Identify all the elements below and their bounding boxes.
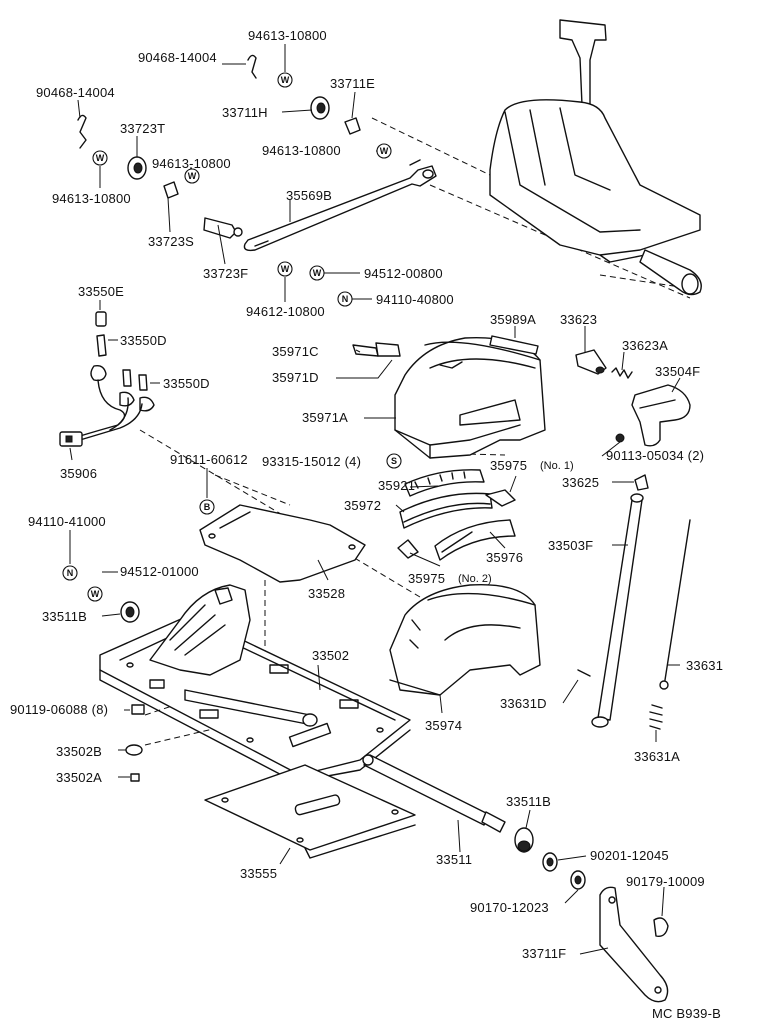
linkage-parts: [77, 54, 437, 252]
leader-lines: [69, 44, 681, 955]
svg-text:W: W: [188, 171, 197, 181]
label-94512-01000: 94512-01000: [120, 564, 199, 579]
wiring-harness: [59, 311, 155, 447]
label-33502: 33502: [312, 648, 349, 663]
screw-symbol: S: [386, 453, 402, 469]
label-33502B: 33502B: [56, 744, 102, 759]
label-94512-00800: 94512-00800: [364, 266, 443, 281]
label-90201-12045: 90201-12045: [590, 848, 669, 863]
nut-symbol: N: [62, 565, 78, 581]
label-35971C: 35971C: [272, 344, 319, 359]
label-33504F: 33504F: [655, 364, 700, 379]
label-90179-10009: 90179-10009: [626, 874, 705, 889]
label-33631D: 33631D: [500, 696, 547, 711]
label-33555: 33555: [240, 866, 277, 881]
cross-shaft: [362, 754, 586, 890]
label-33623: 33623: [560, 312, 597, 327]
label-91611-60612: 91611-60612: [170, 452, 248, 467]
label-90113-05034: 90113-05034 (2): [606, 448, 704, 463]
label-35971D: 35971D: [272, 370, 319, 385]
label-33511B: 33511B: [506, 794, 551, 809]
bolt-symbol: B: [199, 499, 215, 515]
label-33723T: 33723T: [120, 121, 165, 136]
base-plate: [99, 584, 411, 783]
label-33723F: 33723F: [203, 266, 248, 281]
svg-text:N: N: [342, 294, 349, 304]
label-90170-12023: 90170-12023: [470, 900, 549, 915]
label-90468-14004: 90468-14004: [138, 50, 217, 65]
label-35989A: 35989A: [490, 312, 536, 327]
washer-symbol: W: [309, 265, 325, 281]
washer-symbol: W: [87, 586, 103, 602]
shift-arm: [599, 886, 669, 1003]
knob-assembly: [575, 349, 691, 491]
fasteners: [120, 601, 145, 782]
label-33511B: 33511B: [42, 609, 87, 624]
label-94612-10800: 94612-10800: [246, 304, 325, 319]
svg-text:W: W: [96, 153, 105, 163]
control-rods: [577, 493, 691, 730]
indicator-plates: [397, 469, 516, 561]
label-35975-no2-note: (No. 2): [458, 573, 492, 585]
label-33550D: 33550D: [163, 376, 210, 391]
part-labels: 94613-10800 90468-14004 90468-14004 3371…: [10, 28, 723, 1021]
bottom-plate: [204, 764, 416, 859]
label-33625: 33625: [562, 475, 599, 490]
label-35975-no1: 35975: [490, 458, 527, 473]
washer-symbol: W: [92, 150, 108, 166]
label-33623A: 33623A: [622, 338, 668, 353]
label-33550E: 33550E: [78, 284, 124, 299]
washer-symbol: W: [277, 261, 293, 277]
washer-symbol: W: [376, 143, 392, 159]
label-94613-10800: 94613-10800: [262, 143, 341, 158]
washer-symbol: W: [184, 168, 200, 184]
label-33511: 33511: [436, 852, 472, 867]
svg-text:W: W: [313, 268, 322, 278]
label-35569B: 35569B: [286, 188, 332, 203]
label-35971A: 35971A: [302, 410, 348, 425]
svg-text:N: N: [67, 568, 74, 578]
label-33631: 33631: [686, 658, 723, 673]
label-90119-06088: 90119-06088 (8): [10, 702, 108, 717]
label-33631A: 33631A: [634, 749, 680, 764]
label-94613-10800: 94613-10800: [52, 191, 131, 206]
label-35976: 35976: [486, 550, 523, 565]
svg-text:W: W: [380, 146, 389, 156]
cover-plate: [199, 504, 366, 583]
label-33503F: 33503F: [548, 538, 593, 553]
label-35906: 35906: [60, 466, 97, 481]
label-93315-15012: 93315-15012 (4): [262, 454, 361, 469]
svg-text:W: W: [281, 264, 290, 274]
label-94110-41000: 94110-41000: [28, 514, 106, 529]
svg-text:S: S: [391, 456, 397, 466]
label-33711F: 33711F: [522, 946, 566, 961]
label-33550D: 33550D: [120, 333, 167, 348]
label-35972: 35972: [344, 498, 381, 513]
label-33711E: 33711E: [330, 76, 375, 91]
label-94613-10800: 94613-10800: [248, 28, 327, 43]
symbols: W W W W W W N B S N W: [62, 72, 402, 602]
label-35974: 35974: [425, 718, 462, 733]
nut-symbol: N: [337, 291, 353, 307]
label-90468-14004: 90468-14004: [36, 85, 115, 100]
svg-text:W: W: [91, 589, 100, 599]
diagram-code: MC B939-B: [652, 1006, 721, 1021]
svg-text:B: B: [204, 502, 211, 512]
label-94110-40800: 94110-40800: [376, 292, 454, 307]
upper-housing: [352, 335, 546, 459]
shift-lever-assembly: [489, 19, 702, 296]
label-33723S: 33723S: [148, 234, 194, 249]
label-94613-10800: 94613-10800: [152, 156, 231, 171]
label-35921: 35921: [378, 478, 415, 493]
lower-housing: [389, 583, 541, 696]
label-33528: 33528: [308, 586, 345, 601]
washer-symbol: W: [277, 72, 293, 88]
label-33711H: 33711H: [222, 105, 268, 120]
label-35975-no2: 35975: [408, 571, 445, 586]
label-33502A: 33502A: [56, 770, 102, 785]
svg-text:W: W: [281, 75, 290, 85]
label-35975-no1-note: (No. 1): [540, 460, 574, 472]
